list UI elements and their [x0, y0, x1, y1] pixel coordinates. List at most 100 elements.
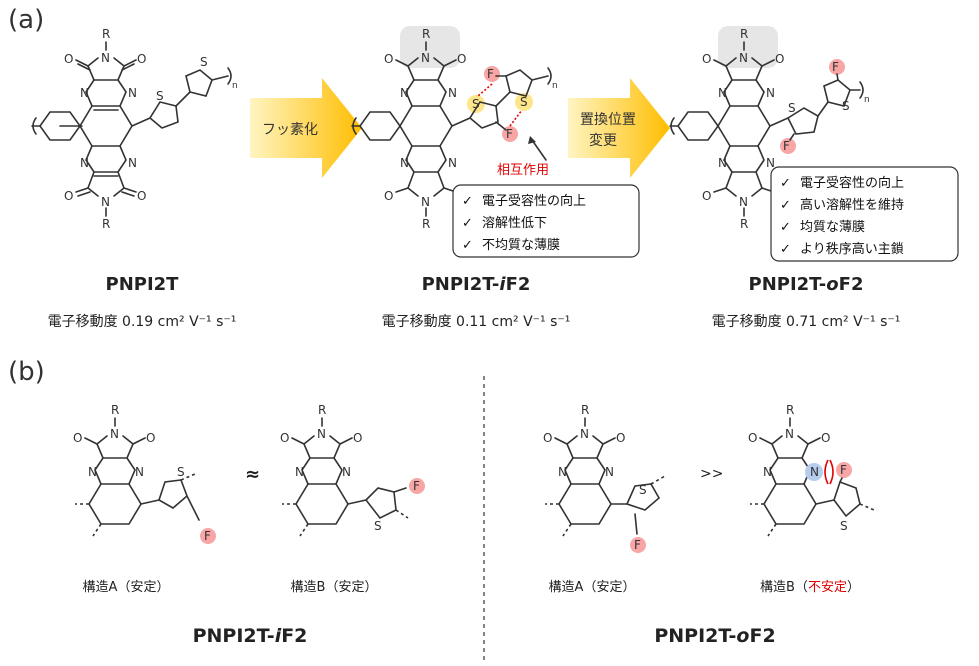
atom-r: R: [740, 27, 748, 41]
box2-item-3: 均質な薄膜: [800, 220, 865, 235]
atom-o: O: [137, 189, 146, 203]
atom-r: R: [102, 27, 110, 41]
fluorine-highlight: [836, 462, 852, 478]
atom-o: O: [457, 52, 466, 66]
atom-n: N: [317, 427, 326, 441]
atom-n: N: [718, 156, 727, 170]
nitrogen-highlight: [805, 463, 823, 481]
fluorine-highlight: [409, 478, 425, 494]
atom-f: F: [783, 139, 790, 153]
atom-o: O: [384, 189, 393, 203]
panel-a-label: (a): [8, 5, 44, 35]
box2-item-4: より秩序高い主鎖: [800, 241, 904, 257]
atom-n: N: [718, 86, 727, 100]
atom-n: N: [80, 86, 89, 100]
property-box-2: ✓ 電子受容性の向上 ✓ 高い溶解性を維持 ✓ 均質な薄膜 ✓ より秩序高い主鎖: [770, 166, 959, 262]
atom-s: S: [842, 99, 850, 113]
atom-o: O: [73, 431, 82, 445]
atom-o: O: [775, 52, 784, 66]
property-box-1: ✓ 電子受容性の向上 ✓ 溶解性低下 ✓ 不均質な薄膜: [452, 184, 640, 258]
structure-of2-a: R N O O N N S F: [543, 403, 666, 553]
atom-o: O: [616, 431, 625, 445]
atom-n: N: [739, 51, 748, 65]
atom-s: S: [520, 95, 528, 109]
atom-r: R: [740, 217, 748, 231]
fluorine-highlight: [484, 66, 500, 82]
box1-check: ✓: [462, 238, 473, 253]
atom-n: N: [421, 51, 430, 65]
atom-f: F: [634, 538, 641, 552]
atom-n: N: [342, 465, 351, 479]
atom-s: S: [177, 465, 185, 479]
box1-item-3: 不均質な薄膜: [482, 238, 560, 253]
box2-item-2: 高い溶解性を維持: [800, 197, 904, 213]
atom-n: N: [400, 86, 409, 100]
sulfur-highlight: [467, 95, 485, 113]
atom-o: O: [702, 52, 711, 66]
polymer-mobility-1: 電子移動度 0.19 cm² V⁻¹ s⁻¹: [48, 314, 237, 330]
atom-o: O: [748, 431, 757, 445]
repeat-n: n: [864, 95, 870, 105]
polymer-name-3: PNPI2T-oF2: [749, 274, 864, 295]
atom-s: S: [840, 519, 848, 533]
polymer-mobility-2: 電子移動度 0.11 cm² V⁻¹ s⁻¹: [382, 314, 571, 330]
sulfur-highlight: [515, 93, 533, 111]
atom-n: N: [763, 465, 772, 479]
atom-f: F: [487, 67, 494, 81]
atom-o: O: [64, 52, 73, 66]
atom-n: N: [580, 427, 589, 441]
atom-r: R: [318, 403, 326, 417]
atom-s: S: [639, 483, 647, 497]
atom-s: S: [374, 519, 382, 533]
atom-r: R: [102, 217, 110, 231]
polymer-name-2: PNPI2T-iF2: [422, 274, 531, 295]
atom-r: R: [422, 27, 430, 41]
atom-n: N: [128, 86, 137, 100]
atom-n: N: [128, 156, 137, 170]
panel-b-left-title: PNPI2T-iF2: [193, 625, 308, 647]
panel-b-right-title: PNPI2T-oF2: [654, 625, 775, 647]
atom-s: S: [200, 55, 208, 69]
atom-n: N: [766, 156, 775, 170]
atom-f: F: [832, 60, 839, 74]
atom-r: R: [111, 403, 119, 417]
atom-o: O: [384, 52, 393, 66]
atom-n: N: [101, 51, 110, 65]
arrow2-label-line2: 変更: [589, 132, 617, 149]
fluorine-highlight: [200, 528, 216, 544]
atom-n: N: [80, 156, 89, 170]
structure-if2-b: R N O O N N S F: [280, 403, 425, 537]
molecule-pnpi2t-of2: R N O O N N N N O O N R S F S: [669, 26, 870, 231]
caption-of2-b: 構造B（不安定）: [760, 580, 860, 595]
atom-o: O: [137, 52, 146, 66]
atom-r: R: [422, 217, 430, 231]
molecule-pnpi2t: R N O O N N N N O O N R S S: [31, 27, 238, 231]
box2-item-1: 電子受容性の向上: [800, 175, 904, 191]
atom-n: N: [135, 465, 144, 479]
repeat-n: n: [552, 81, 558, 91]
box1-check: ✓: [462, 194, 473, 209]
atom-n: N: [739, 195, 748, 209]
structure-if2-a: R N O O N N S F: [73, 403, 216, 544]
atom-f: F: [413, 479, 420, 493]
fluorine-highlight: [630, 537, 646, 553]
polymer-mobility-3: 電子移動度 0.71 cm² V⁻¹ s⁻¹: [712, 314, 901, 330]
arrow1-label: フッ素化: [262, 122, 318, 138]
atom-n: N: [785, 427, 794, 441]
atom-n: N: [101, 195, 110, 209]
atom-n: N: [421, 195, 430, 209]
atom-o: O: [353, 431, 362, 445]
approx-symbol: ≈: [245, 464, 260, 485]
much-greater-symbol: >>: [700, 466, 723, 482]
atom-n: N: [810, 465, 819, 479]
atom-s: S: [472, 97, 480, 111]
atom-o: O: [702, 189, 711, 203]
repulsion-mark: [829, 459, 834, 485]
atom-s: S: [788, 101, 796, 115]
polymer-name-1: PNPI2T: [106, 274, 180, 295]
atom-s: S: [156, 89, 164, 103]
caption-if2-b: 構造B（安定）: [291, 580, 378, 595]
atom-o: O: [543, 431, 552, 445]
interaction-label: 相互作用: [497, 163, 549, 178]
